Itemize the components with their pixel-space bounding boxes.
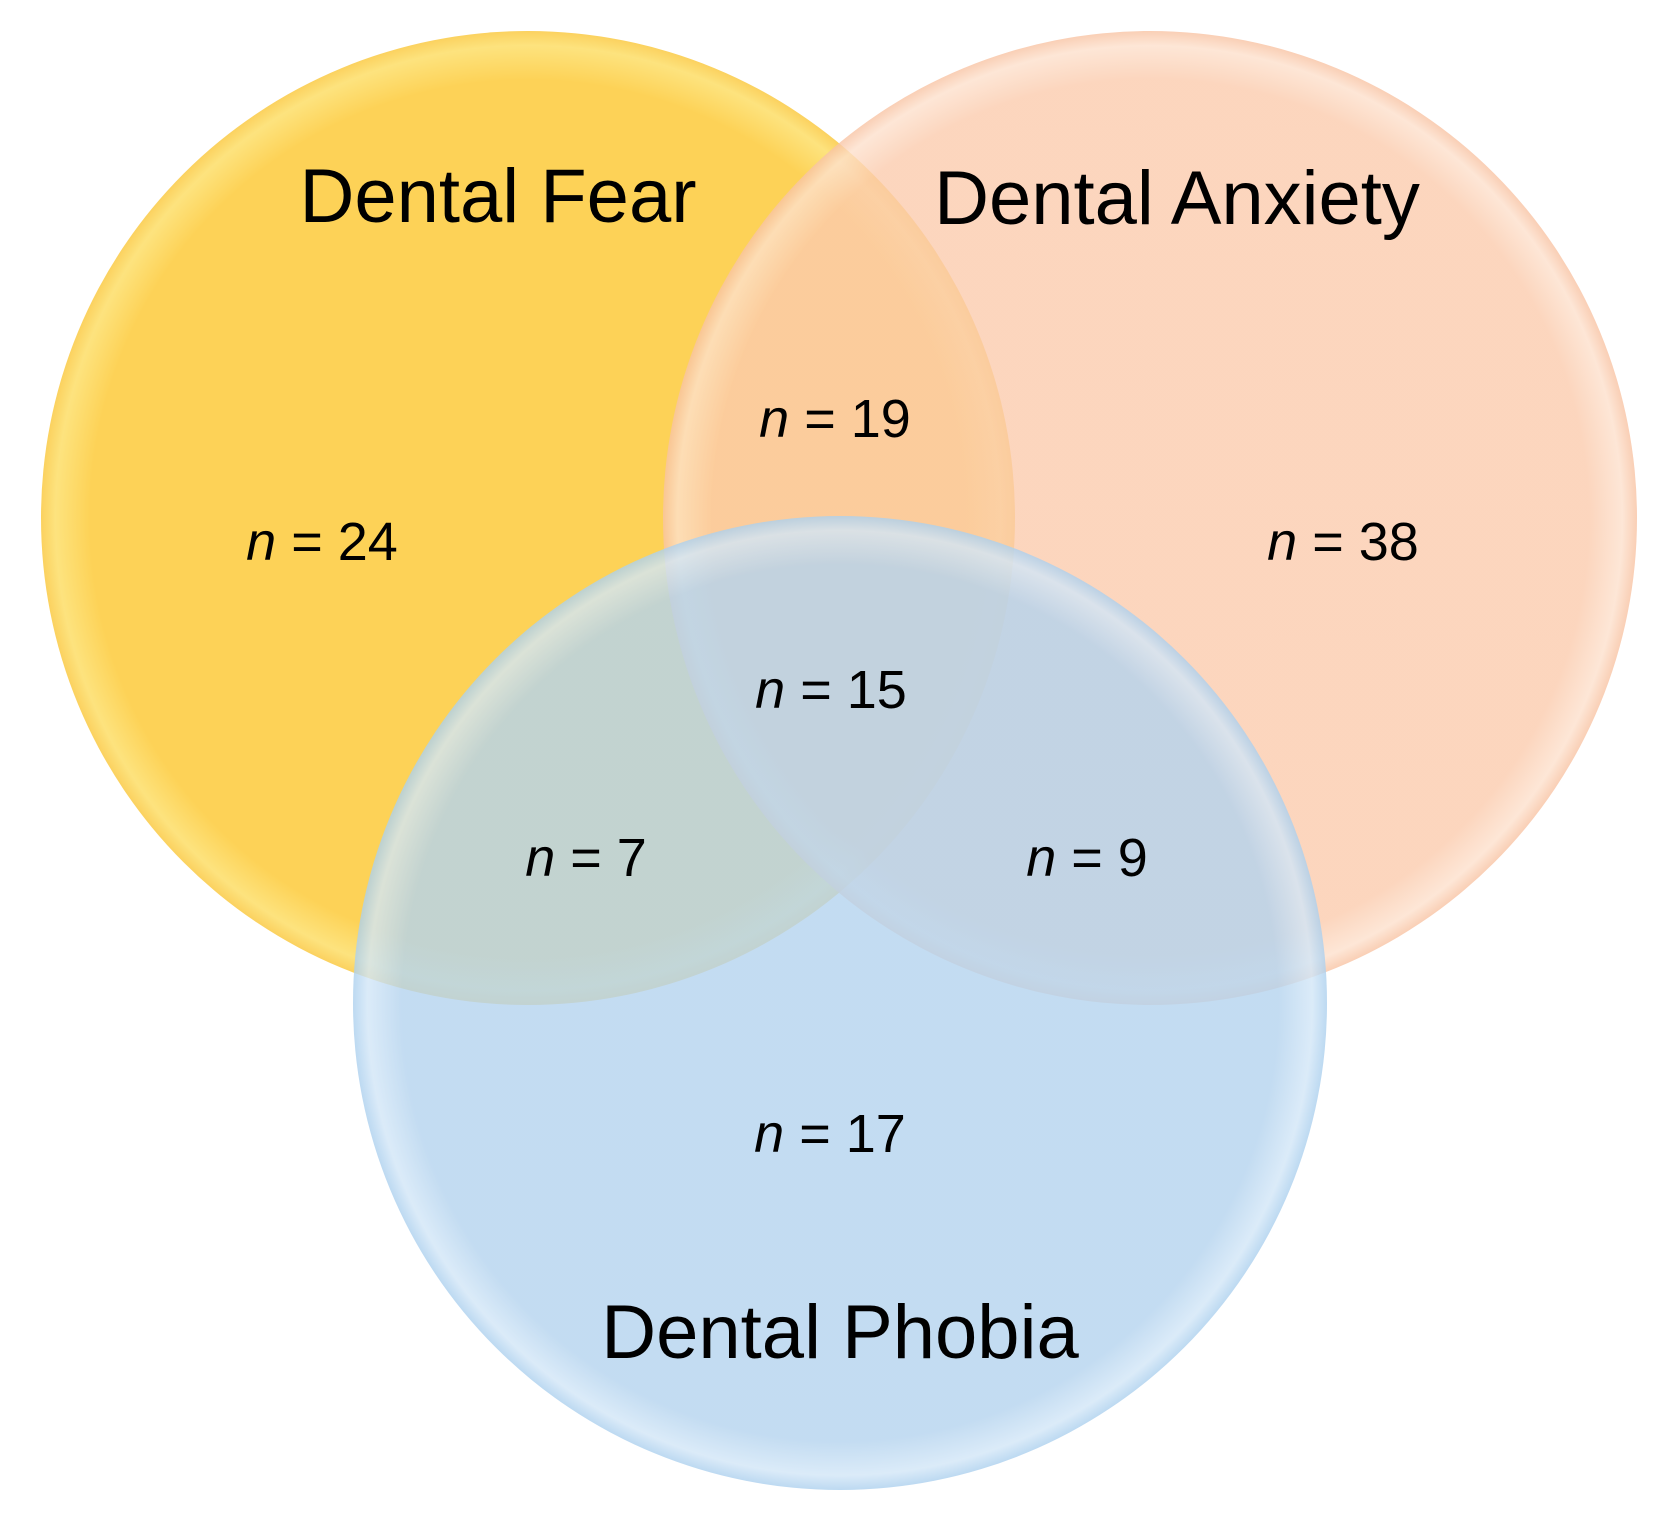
dental-anxiety-label: Dental Anxiety (934, 156, 1420, 241)
anxiety-phobia-count: n = 9 (1026, 828, 1148, 888)
all-three-count: n = 15 (755, 660, 907, 720)
fear-phobia-count: n = 7 (525, 828, 647, 888)
fear-anxiety-count: n = 19 (759, 389, 911, 449)
phobia-only-count: n = 17 (754, 1104, 906, 1164)
anxiety-only-count: n = 38 (1267, 512, 1419, 572)
fear-only-count: n = 24 (246, 512, 398, 572)
dental-phobia-circle (353, 516, 1327, 1490)
dental-fear-label: Dental Fear (299, 154, 696, 239)
dental-phobia-label: Dental Phobia (601, 1290, 1079, 1375)
